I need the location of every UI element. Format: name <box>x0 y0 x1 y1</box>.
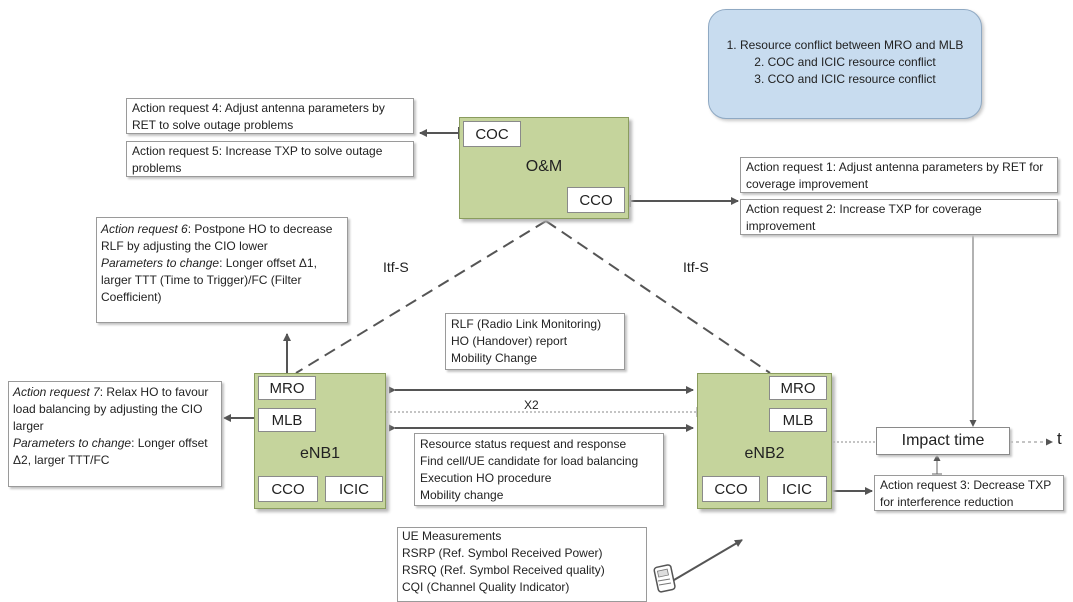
r6-param-text: : Longer offset Δ1, larger TTT (Time to … <box>101 256 317 304</box>
resource-line-2: Find cell/UE candidate for load balancin… <box>420 454 639 468</box>
action-request-1: Action request 1: Adjust antenna paramet… <box>740 157 1058 193</box>
enb1-mro-function: MRO <box>258 376 316 400</box>
enb2-icic-function: ICIC <box>767 476 827 502</box>
r7-param-heading: Parameters to change <box>13 436 132 450</box>
legend-line-1: 1. Resource conflict between MRO and MLB <box>726 38 964 52</box>
resource-line-3: Execution HO procedure <box>420 471 552 485</box>
ue-line-3: RSRQ (Ref. Symbol Received quality) <box>402 563 605 577</box>
r7-param-text: : Longer offset Δ2, larger TTT/FC <box>13 436 208 467</box>
enb1-cco-function: CCO <box>258 476 318 502</box>
ue-measurements-box: UE Measurements RSRP (Ref. Symbol Receiv… <box>397 527 647 602</box>
enb1-title: eNB1 <box>299 445 341 462</box>
x2-label: X2 <box>524 398 539 412</box>
time-axis-label: t <box>1057 429 1062 448</box>
rlf-line-1: RLF (Radio Link Monitoring) <box>451 317 602 331</box>
action-request-2: Action request 2: Increase TXP for cover… <box>740 199 1058 235</box>
enb2-cco-function: CCO <box>702 476 760 502</box>
phone-icon <box>653 564 676 593</box>
ue-line-2: RSRP (Ref. Symbol Received Power) <box>402 546 603 560</box>
itf-s-label-left: Itf-S <box>383 259 409 275</box>
itf-s-link-right <box>545 220 771 374</box>
action-request-3: Action request 3: Decrease TXP for inter… <box>874 475 1064 511</box>
ue-line-1: UE Measurements <box>402 529 502 543</box>
itf-s-label-right: Itf-S <box>683 259 709 275</box>
om-title: O&M <box>525 158 563 175</box>
r7-text: : Relax HO to favour load balancing by a… <box>13 385 209 433</box>
legend-line-2: 2. COC and ICIC resource conflict <box>754 55 936 69</box>
impact-time-box: Impact time <box>876 427 1010 455</box>
ue-to-enb2-arrow <box>673 539 743 581</box>
legend-line-3: 3. CCO and ICIC resource conflict <box>754 72 936 86</box>
enb1-mlb-function: MLB <box>258 408 316 432</box>
conflict-legend: 1. Resource conflict between MRO and MLB… <box>708 9 982 119</box>
rlf-line-3: Mobility Change <box>451 351 538 365</box>
om-coc-function: COC <box>463 121 521 147</box>
ue-line-4: CQI (Channel Quality Indicator) <box>402 580 570 594</box>
enb1-icic-function: ICIC <box>325 476 383 502</box>
action-request-6: Action request 6: Postpone HO to decreas… <box>96 217 348 323</box>
action-request-7: Action request 7: Relax HO to favour loa… <box>8 381 222 487</box>
r7-heading: Action request 7 <box>13 385 100 399</box>
rlf-line-2: HO (Handover) report <box>451 334 568 348</box>
action-request-4: Action request 4: Adjust antenna paramet… <box>126 98 414 134</box>
itf-s-link-left <box>295 220 547 374</box>
r6-param-heading: Parameters to change <box>101 256 220 270</box>
resource-line-4: Mobility change <box>420 488 504 502</box>
enb2-title: eNB2 <box>744 445 785 462</box>
resource-line-1: Resource status request and response <box>420 437 627 451</box>
r6-text: : Postpone HO to decrease RLF by adjusti… <box>101 222 333 253</box>
om-cco-function: CCO <box>567 187 625 213</box>
enb2-mlb-function: MLB <box>769 408 827 432</box>
action-request-5: Action request 5: Increase TXP to solve … <box>126 141 414 177</box>
enb2-mro-function: MRO <box>769 376 827 400</box>
resource-status-box: Resource status request and response Fin… <box>414 433 664 506</box>
rlf-info-box: RLF (Radio Link Monitoring) HO (Handover… <box>445 313 625 370</box>
r6-heading: Action request 6 <box>101 222 188 236</box>
